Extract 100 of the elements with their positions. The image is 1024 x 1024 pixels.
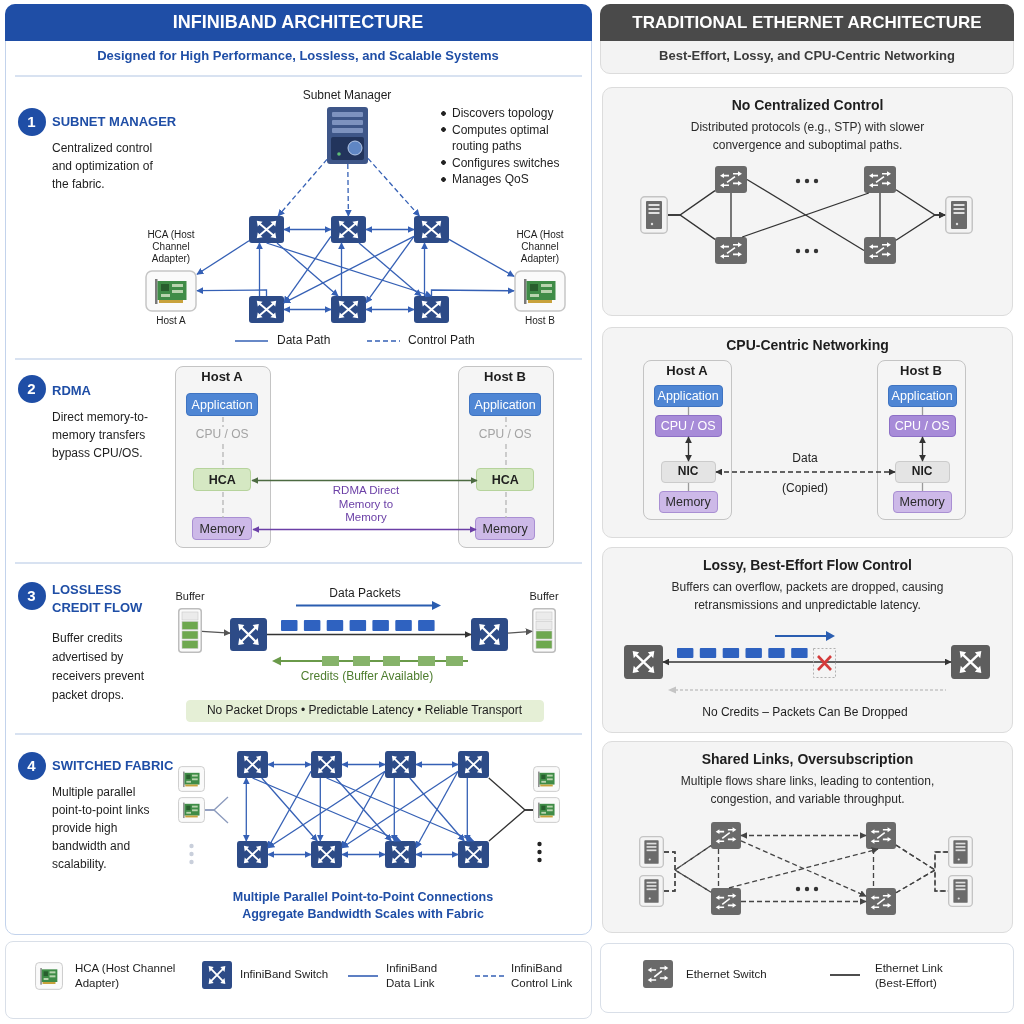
arrow [507, 628, 533, 636]
switch-icon [951, 645, 990, 679]
application-box: Application [887, 384, 957, 407]
connector-line [667, 214, 716, 241]
dashed-line [222, 416, 224, 428]
connector-line [921, 482, 924, 492]
section-heading: SUBNET MANAGER [52, 114, 177, 130]
arrow [267, 761, 312, 768]
server-icon [948, 875, 973, 907]
switch-icon [457, 750, 489, 778]
step-number: 4 [17, 751, 46, 780]
legend-label: InfiniBand Switch [240, 968, 329, 982]
dashed-line [222, 443, 224, 470]
arrow [365, 235, 415, 304]
info-card [602, 547, 1013, 733]
server-icon [639, 875, 664, 907]
server-icon [640, 196, 668, 234]
network-card-icon [177, 765, 205, 792]
dashed-line [663, 868, 712, 893]
section-heading: SWITCHED FABRIC [52, 758, 174, 774]
info-card [602, 327, 1013, 538]
server-icon [948, 836, 973, 868]
server-icon [945, 196, 973, 234]
switch-icon [470, 617, 508, 651]
server-icon [326, 106, 368, 164]
switch-icon [248, 295, 284, 323]
dashed-arrow [740, 898, 867, 905]
network-card-icon [532, 796, 560, 823]
dashed-line [717, 848, 720, 889]
application-box: Application [469, 393, 542, 417]
host-container [643, 360, 732, 520]
card-heading: No Centralized Control [731, 97, 884, 114]
legend-label: InfiniBand Control Link [511, 961, 574, 991]
caption: No Credits – Packets Can Be Dropped [702, 705, 908, 720]
legend-label: HCA (Host Channel Adapter) [75, 961, 177, 991]
caption: Aggregate Bandwidth Scales with Fabric [242, 907, 484, 922]
hca-box: HCA [193, 468, 252, 492]
dashed-arrow [344, 163, 352, 217]
network-card-icon [513, 269, 566, 312]
arrow [196, 240, 250, 275]
arrow [265, 242, 433, 298]
dashed-arrow [740, 840, 867, 897]
connector-line [488, 809, 534, 842]
dashed-line [663, 851, 712, 893]
title-banner: TRADITIONAL ETHERNET ARCHITECTURE [600, 4, 1014, 41]
arrow [242, 777, 250, 842]
arrow [409, 777, 465, 842]
arrow [365, 226, 415, 233]
switch-icon [330, 295, 366, 323]
switch-icon [413, 295, 449, 323]
caption: Multiple Parallel Point-to-Point Connections [232, 890, 494, 905]
arrow [201, 629, 231, 637]
caption: Data Packets [329, 586, 401, 601]
host-heading: Host B [900, 363, 942, 379]
legend-label: Ethernet Switch [686, 968, 767, 982]
nic-box: NIC [894, 460, 950, 483]
cpu-os-box: CPU / OS [888, 414, 956, 437]
dashed-line [222, 491, 224, 519]
arrow [895, 211, 946, 241]
caption: Credits (Buffer Available) [300, 669, 434, 684]
connector-line [687, 406, 690, 416]
switch-icon [384, 840, 416, 868]
arrow [316, 777, 324, 842]
section-description: Direct memory-to-memory transfers bypass CPU/OS. [52, 409, 149, 462]
switch-icon [864, 237, 896, 264]
arrow [267, 851, 312, 858]
arrow [251, 777, 402, 842]
server-icon [639, 836, 664, 868]
arrow [662, 658, 952, 666]
host-heading: Host A [666, 363, 708, 379]
dashed-arrow [715, 468, 896, 476]
header-panel [600, 4, 1014, 74]
arrow [267, 770, 386, 849]
section-description: Buffer credits advertised by receivers prevent packet drops. [52, 630, 146, 704]
arrow [448, 238, 515, 277]
arrow [415, 851, 459, 858]
dashed-arrow [728, 847, 879, 889]
card-heading: CPU-Centric Networking [726, 337, 889, 354]
arrow [267, 770, 312, 849]
card-description: Distributed protocols (e.g., STP) with slower convergence and suboptimal paths. [689, 119, 926, 154]
connector-line [921, 406, 924, 416]
device-label: HCA (Host Channel Adapter) [146, 229, 196, 265]
dashed-line [505, 443, 507, 470]
switch-icon [236, 840, 268, 868]
card-description: Multiple flows share links, leading to contention, congestion, and variable throughput. [679, 773, 936, 808]
application-box: Application [186, 393, 259, 417]
legend-label: Ethernet Link (Best-Effort) [875, 961, 944, 991]
card-heading: Shared Links, Oversubscription [701, 751, 914, 768]
cpu-os-label: CPU / OS [478, 426, 532, 444]
bullet-item: Manages QoS [441, 171, 529, 188]
subtitle: Designed for High Performance, Lossless, and Scalable Systems [97, 48, 499, 64]
application-box: Application [653, 384, 723, 407]
arrow [256, 242, 263, 297]
connector-line [204, 809, 229, 824]
switch-icon [866, 888, 896, 915]
dashed-arrow [740, 832, 867, 839]
dashed-arrow [367, 157, 421, 217]
arrow [341, 770, 386, 849]
arrow [390, 777, 398, 842]
arrow [283, 226, 332, 233]
